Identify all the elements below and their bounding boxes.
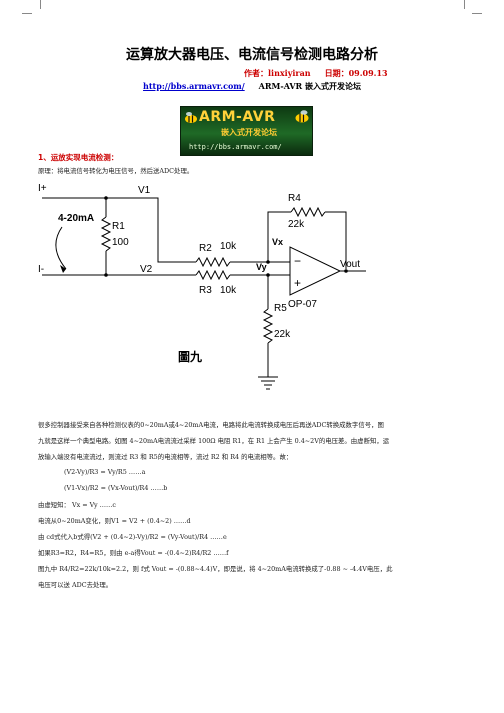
section-heading: 1、运放实现电流检测： (38, 153, 119, 162)
label-r5: R5 (274, 303, 287, 314)
label-r4-value: 22k (288, 219, 305, 230)
opamp-minus-sign: − (294, 254, 301, 268)
label-vout: Vout (340, 259, 360, 270)
label-r3-value: 10k (220, 285, 237, 296)
body-line-6: 由 cd式代入b式得(V2 + (0.4~2)-Vy)/R2 = (Vy-Vou… (38, 533, 227, 541)
opamp-plus-sign: + (294, 276, 301, 290)
crop-mark-top-right-v (464, 0, 465, 9)
bee-icon-right (295, 110, 309, 123)
label-r2: R2 (199, 243, 212, 254)
circuit-schematic: I+ I- 4-20mA V1 V2 R1 100 R2 10k R3 10k … (38, 183, 366, 390)
section-intro: 原理：将电流信号转化为电压信号，然后送ADC处理。 (38, 167, 194, 175)
crop-mark-top-right-h (472, 13, 482, 14)
resistor-r3 (195, 269, 231, 281)
wire-feedback-left (267, 211, 291, 262)
resistor-r4 (290, 206, 326, 218)
current-arrow-arc (55, 226, 67, 270)
opamp-symbol (289, 246, 342, 296)
label-r5-value: 22k (274, 329, 291, 340)
body-line-2: 九就是这样一个典型电路。如图 4~20mA电流流过采样 100Ω 电阻 R1，在… (38, 437, 390, 445)
body-line-3: 放输入端没有电流流过，则流过 R3 和 R5的电流相等，流过 R2 和 R4 的… (38, 453, 293, 461)
body-line-7: 如果R3=R2，R4=R5，则由 e-a得Vout = -(0.4~2)R4/R… (38, 549, 229, 557)
label-vx: Vx (272, 237, 283, 247)
logo-url: http://bbs.armavr.com/ (189, 143, 282, 151)
bee-icon (185, 112, 197, 123)
label-r4: R4 (288, 193, 301, 204)
body-line-1: 很多控制器接受来自各种检测仪表的0~20mA或4~20mA电流，电路将此电流转换… (38, 421, 384, 429)
resistor-r5 (262, 308, 274, 344)
logo-subtitle: 嵌入式开发论坛 (221, 128, 277, 137)
resistor-r2 (195, 256, 231, 268)
label-i-plus: I+ (38, 183, 47, 194)
label-r3: R3 (199, 285, 212, 296)
figure-caption: 圖九 (178, 349, 202, 364)
label-i-minus: I- (38, 264, 44, 275)
label-vy: Vy (256, 262, 267, 272)
author-label: 作者：linxiyiran (244, 68, 311, 78)
junction-dot (344, 269, 348, 273)
forum-link[interactable]: http://bbs.armavr.com/ (143, 81, 245, 91)
junction-dot (104, 273, 108, 277)
crop-mark-top-left-v (40, 0, 41, 9)
junction-dot (266, 260, 270, 264)
forum-link-line: http://bbs.armavr.com/ARM-AVR 嵌入式开发论坛 (0, 81, 504, 92)
equation-b: (V1-Vx)/R2 = (Vx-Vout)/R4 ……b (64, 484, 168, 492)
body-line-5: 电流从0~20mA变化，则V1 = V2 + (0.4~2) ……d (38, 517, 191, 525)
junction-dot (104, 196, 108, 200)
body-line-9: 电压可以送 ADC去处理。 (38, 581, 113, 589)
label-opamp: OP-07 (288, 299, 317, 310)
wire-feedback-right (325, 211, 347, 269)
label-current: 4-20mA (58, 213, 94, 224)
forum-logo: ARM-AVR 嵌入式开发论坛 http://bbs.armavr.com/ (180, 106, 313, 156)
body-line-4: 由虚短知： Vx = Vy ……c (38, 501, 116, 509)
label-r2-value: 10k (220, 241, 237, 252)
label-v1: V1 (138, 185, 151, 196)
label-v2: V2 (140, 264, 153, 275)
forum-name: ARM-AVR 嵌入式开发论坛 (258, 81, 361, 91)
resistor-r1 (100, 216, 112, 252)
wire-v1 (42, 197, 196, 263)
equation-a: (V2-Vy)/R3 = Vy/R5 ……a (64, 468, 146, 476)
page-title: 运算放大器电压、电流信号检测电路分析 (126, 47, 378, 63)
junction-dot (266, 273, 270, 277)
date-label: 日期：09.09.13 (324, 68, 388, 78)
label-r1: R1 (112, 221, 125, 232)
current-arrow-head (60, 265, 66, 273)
author-line: 作者：linxiyiran 日期：09.09.13 (244, 68, 388, 79)
label-r1-value: 100 (112, 237, 129, 248)
crop-mark-top-left-h (22, 13, 32, 14)
logo-brand: ARM-AVR (199, 109, 276, 125)
body-line-8: 图九中 R4/R2=22k/10k=2.2，则 f式 Vout = -(0.88… (38, 565, 393, 573)
